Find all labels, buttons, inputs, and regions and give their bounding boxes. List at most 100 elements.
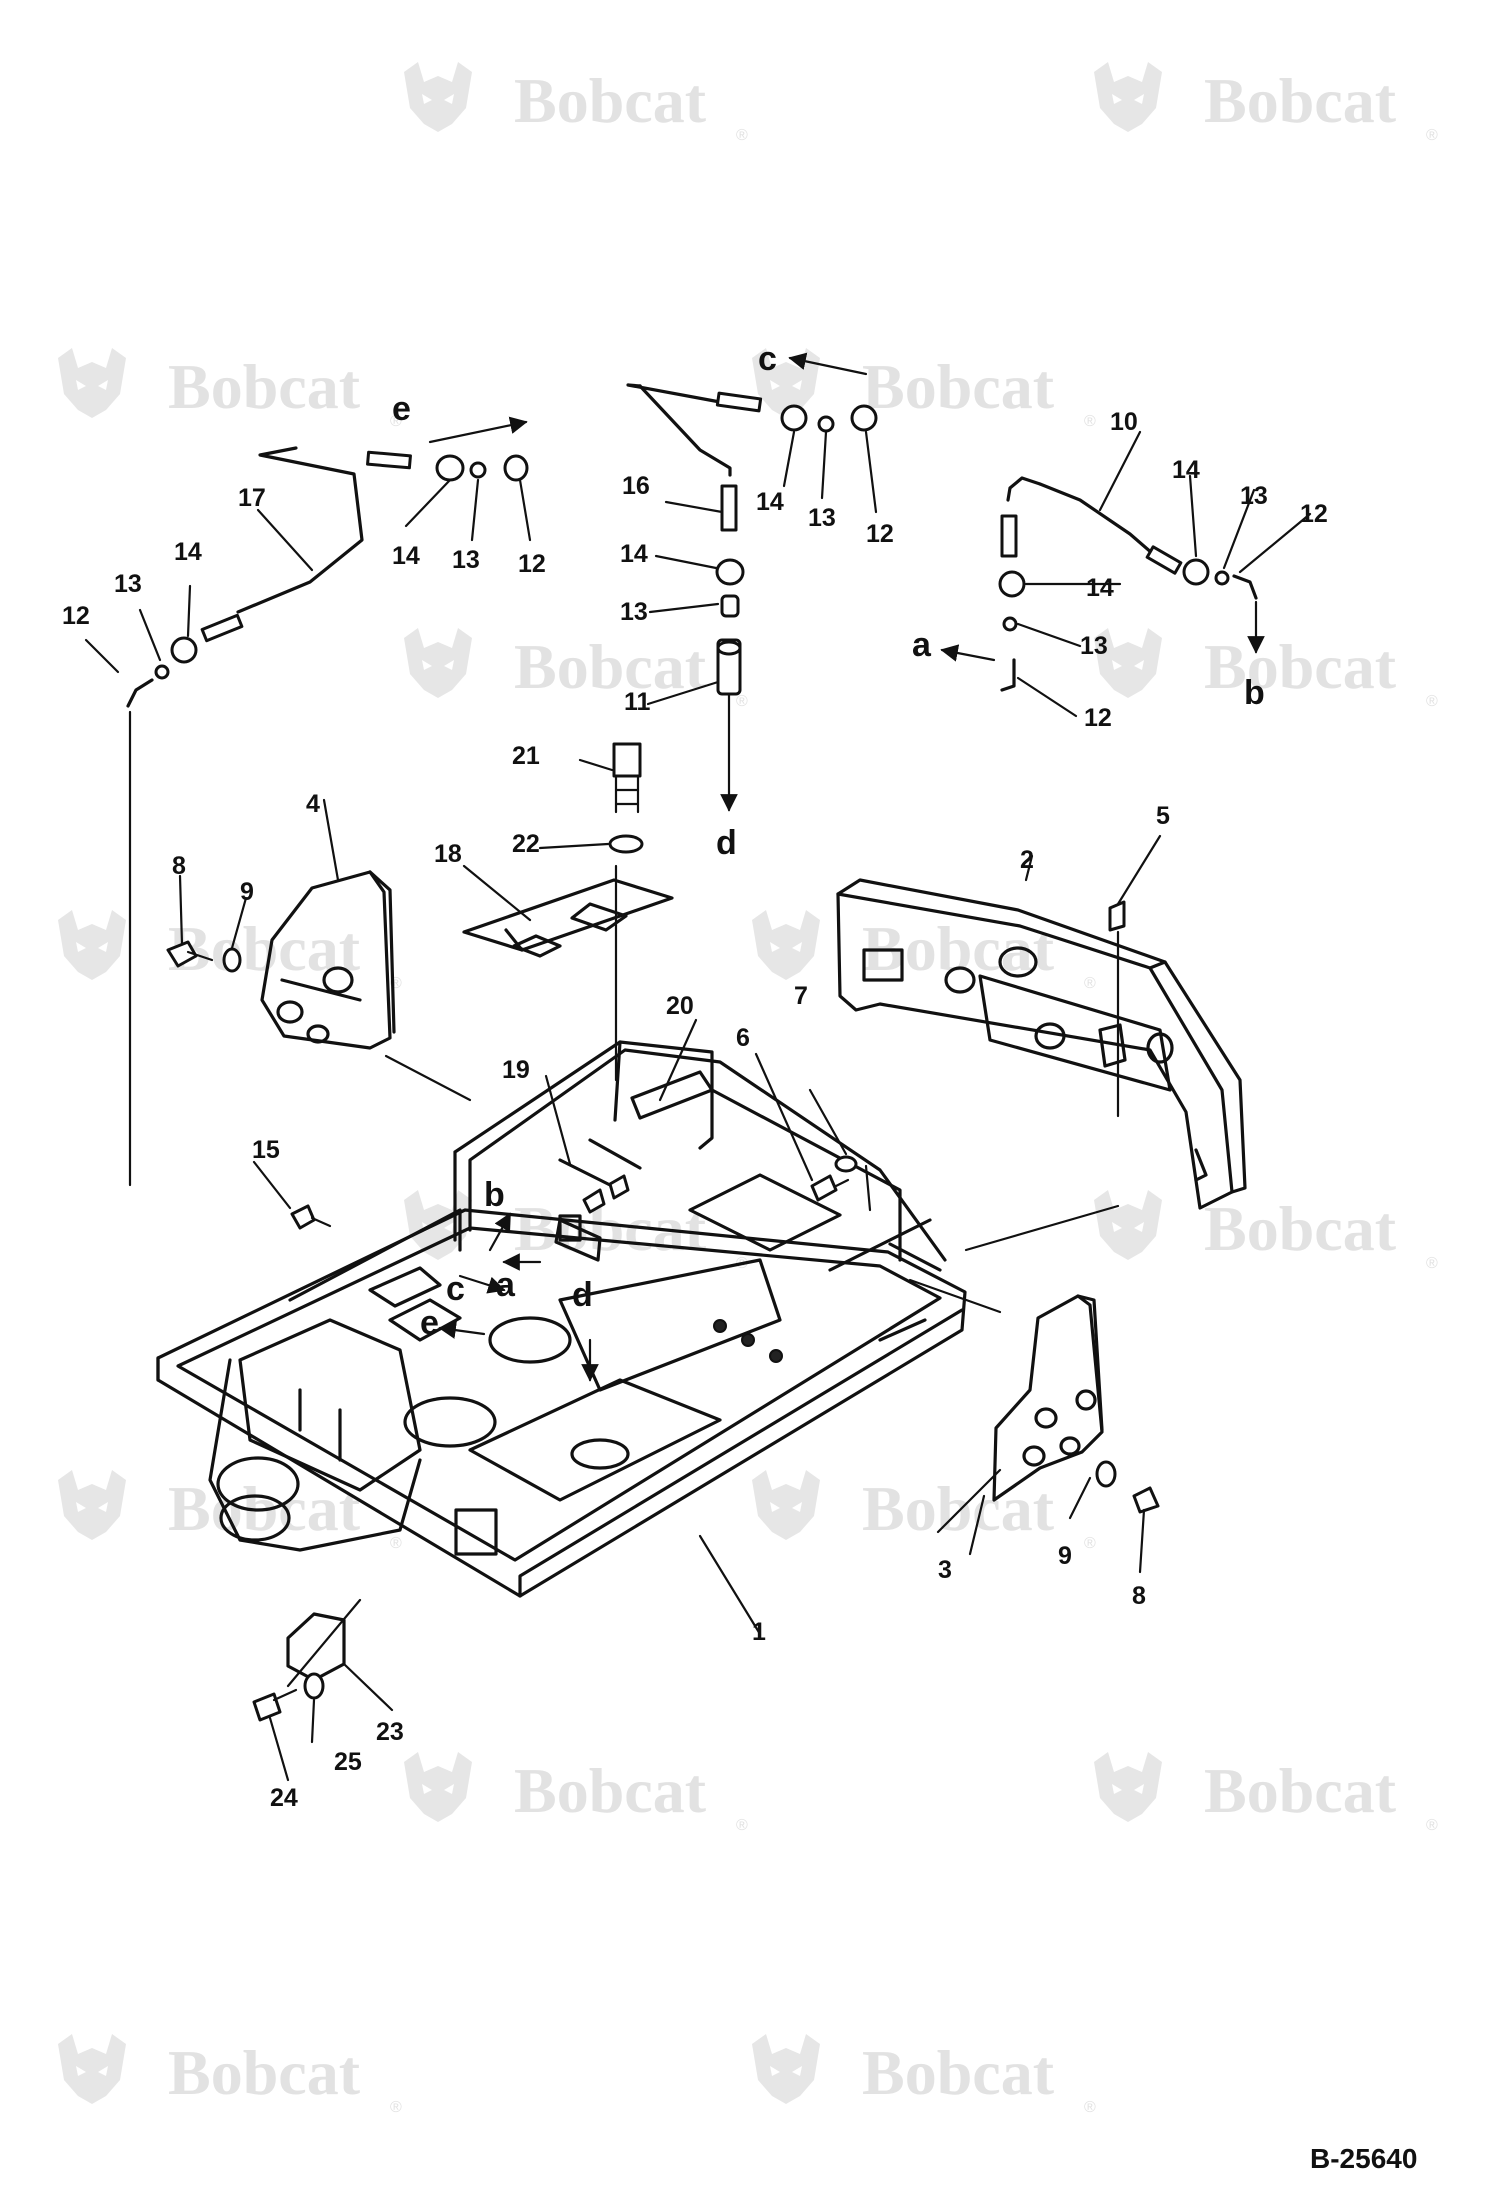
- counterweight: [836, 878, 1247, 1210]
- callout-3: 3: [938, 1556, 952, 1584]
- washer-25: [303, 1672, 325, 1700]
- nut-14d: [715, 558, 745, 586]
- callout-10: 10: [1110, 408, 1138, 436]
- callout-2: 2: [1020, 846, 1034, 874]
- callout-13: 13: [452, 546, 480, 574]
- svg-text:Bobcat: Bobcat: [1204, 631, 1397, 702]
- ref-d-mid: d: [716, 824, 737, 862]
- washer-9-right: [1095, 1460, 1117, 1488]
- watermark: Bobcat ®: [1094, 62, 1438, 144]
- callout-13: 13: [1080, 632, 1108, 660]
- hoses: [126, 383, 1258, 1187]
- callout-12: 12: [1300, 500, 1328, 528]
- ref-b-right: b: [1244, 674, 1265, 712]
- svg-text:®: ®: [1084, 2099, 1096, 2116]
- svg-text:®: ®: [1426, 127, 1438, 144]
- callout-9-right: 9: [1058, 1542, 1072, 1570]
- watermark: Bobcat ®: [58, 2034, 402, 2116]
- callout-8-left: 8: [172, 852, 186, 880]
- svg-text:®: ®: [1084, 975, 1096, 992]
- watermark: Bobcat®: [1094, 628, 1438, 710]
- watermark: Bobcat ®: [752, 2034, 1096, 2116]
- svg-text:Bobcat: Bobcat: [168, 2037, 361, 2108]
- callout-14: 14: [1172, 456, 1200, 484]
- svg-text:Bobcat: Bobcat: [1204, 1193, 1397, 1264]
- callout-7: 7: [794, 982, 808, 1010]
- callout-16: 16: [622, 472, 650, 500]
- nut-14a: [170, 636, 198, 664]
- watermark: Bobcat ®: [752, 1470, 1096, 1552]
- callout-12: 12: [62, 602, 90, 630]
- watermark: Bobcat ®: [1094, 1752, 1438, 1834]
- callout-25: 25: [334, 1748, 362, 1776]
- hardware: [166, 742, 1160, 1722]
- callout-labels: 1 2 3 4 5 6 7 8 8 9 9 10 11 12 12 12 12 …: [62, 408, 1328, 1812]
- side-plate-left: [260, 870, 396, 1050]
- ref-a-frame: a: [496, 1266, 516, 1304]
- ref-a-right: a: [912, 626, 932, 664]
- callout-22: 22: [512, 830, 540, 858]
- svg-text:Bobcat: Bobcat: [1204, 65, 1397, 136]
- svg-text:®: ®: [390, 2099, 402, 2116]
- svg-text:®: ®: [1084, 1535, 1096, 1552]
- cover-plate: [462, 878, 674, 958]
- svg-text:Bobcat: Bobcat: [168, 913, 361, 984]
- callout-14: 14: [756, 488, 784, 516]
- nut-14b: [435, 454, 465, 482]
- small-cover: [286, 1612, 346, 1682]
- watermark: Bobcat®: [404, 1752, 748, 1834]
- watermark: Bobcat ®: [58, 348, 402, 430]
- svg-text:Bobcat: Bobcat: [514, 1755, 707, 1826]
- svg-text:®: ®: [1426, 1817, 1438, 1834]
- watermark: Bobcat®: [404, 1190, 748, 1272]
- callout-17: 17: [238, 484, 266, 512]
- callout-1: 1: [752, 1618, 766, 1646]
- callout-13: 13: [1240, 482, 1268, 510]
- svg-text:Bobcat: Bobcat: [514, 65, 707, 136]
- callout-19: 19: [502, 1056, 530, 1084]
- callout-4: 4: [306, 790, 320, 818]
- callout-13: 13: [114, 570, 142, 598]
- svg-text:Bobcat: Bobcat: [1204, 1755, 1397, 1826]
- svg-text:®: ®: [390, 413, 402, 430]
- callout-14: 14: [392, 542, 420, 570]
- leader-lines: [84, 352, 1312, 1782]
- washer-9-left: [222, 947, 242, 973]
- svg-text:®: ®: [736, 693, 748, 710]
- ref-e-top: e: [392, 390, 411, 428]
- fitting-15: [290, 1204, 316, 1230]
- callout-20: 20: [666, 992, 694, 1020]
- watermark-layer: Bobcat® Bobcat® Bobcat® Bobcat® Bobcat® …: [58, 62, 1438, 2116]
- svg-text:®: ®: [390, 1535, 402, 1552]
- svg-text:®: ®: [736, 127, 748, 144]
- svg-text:Bobcat: Bobcat: [862, 2037, 1055, 2108]
- svg-text:Bobcat: Bobcat: [862, 351, 1055, 422]
- svg-text:Bobcat: Bobcat: [862, 1473, 1055, 1544]
- watermark: Bobcat®: [752, 348, 1096, 430]
- svg-text:Bobcat: Bobcat: [168, 351, 361, 422]
- ref-d-frame: d: [572, 1276, 593, 1314]
- ref-c-top: c: [758, 340, 777, 378]
- callout-13: 13: [808, 504, 836, 532]
- callout-23: 23: [376, 1718, 404, 1746]
- callout-18: 18: [434, 840, 462, 868]
- ref-b-frame: b: [484, 1176, 505, 1214]
- callout-11: 11: [624, 688, 651, 716]
- main-frame: [156, 1040, 967, 1598]
- callout-6: 6: [736, 1024, 750, 1052]
- bolt-5: [1108, 900, 1126, 932]
- callout-14: 14: [1086, 574, 1114, 602]
- callout-12: 12: [518, 550, 546, 578]
- callout-24: 24: [270, 1784, 298, 1812]
- callout-12: 12: [1084, 704, 1112, 732]
- callout-14: 14: [174, 538, 202, 566]
- side-plate-right: [992, 1294, 1104, 1502]
- watermark: Bobcat®: [404, 628, 748, 710]
- washer-7: [834, 1155, 858, 1173]
- callout-12: 12: [866, 520, 894, 548]
- callout-15: 15: [252, 1136, 280, 1164]
- drawing-number: B-25640: [1310, 2143, 1417, 2174]
- ref-e-frame: e: [420, 1304, 439, 1342]
- callout-5: 5: [1156, 802, 1170, 830]
